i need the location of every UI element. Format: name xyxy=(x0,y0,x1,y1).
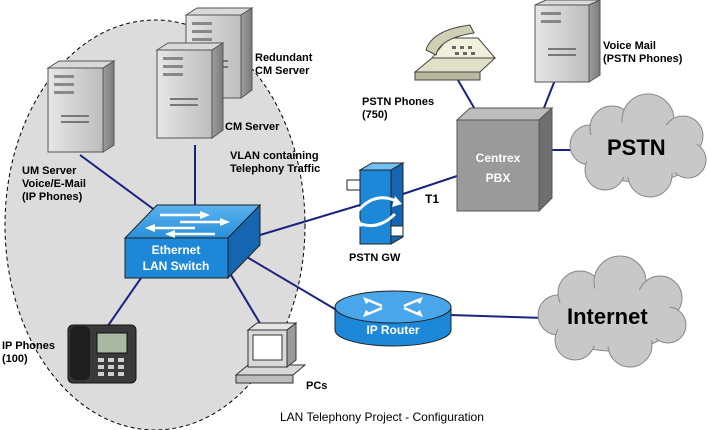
link-switch-gw xyxy=(249,204,361,239)
voice-mail-label: Voice Mail (PSTN Phones) xyxy=(603,40,683,65)
pstn-phone-icon xyxy=(413,24,497,81)
cm-server-label: CM Server xyxy=(225,121,280,133)
pstn-gateway xyxy=(346,162,405,245)
redundant-cm-label: Redundant CM Server xyxy=(255,52,313,77)
pc-icon xyxy=(234,321,307,384)
pcs-label: PCs xyxy=(306,380,328,392)
link-gw-pbx xyxy=(399,174,461,196)
ip-phone-icon xyxy=(67,324,137,384)
pbx-box xyxy=(455,106,554,213)
switch-label: Ethernet LAN Switch xyxy=(142,243,210,273)
pstn-cloud-label: PSTN xyxy=(607,135,666,160)
internet-cloud-label: Internet xyxy=(567,304,648,329)
link-router-internet xyxy=(449,314,546,319)
t1-label: T1 xyxy=(425,192,440,206)
pstn-phones-label: PSTN Phones (750) xyxy=(362,96,435,121)
lan-switch xyxy=(123,203,262,280)
ip-phones-label: IP Phones (100) xyxy=(2,340,55,365)
voice-mail-server xyxy=(534,0,601,83)
pbx-label: Centrex PBX xyxy=(475,151,521,185)
link-switch-router xyxy=(234,249,351,319)
diagram-caption: LAN Telephony Project - Configuration xyxy=(280,410,484,424)
router-label: IP Router xyxy=(366,323,420,337)
um-server xyxy=(46,60,116,153)
pstn-gw-label: PSTN GW xyxy=(349,252,401,264)
ip-router xyxy=(334,290,452,347)
um-server-label: UM Server Voice/E-Mail (IP Phones) xyxy=(22,165,86,203)
cm-server xyxy=(155,42,225,139)
vlan-label: VLAN containing Telephony Traffic xyxy=(230,150,321,175)
